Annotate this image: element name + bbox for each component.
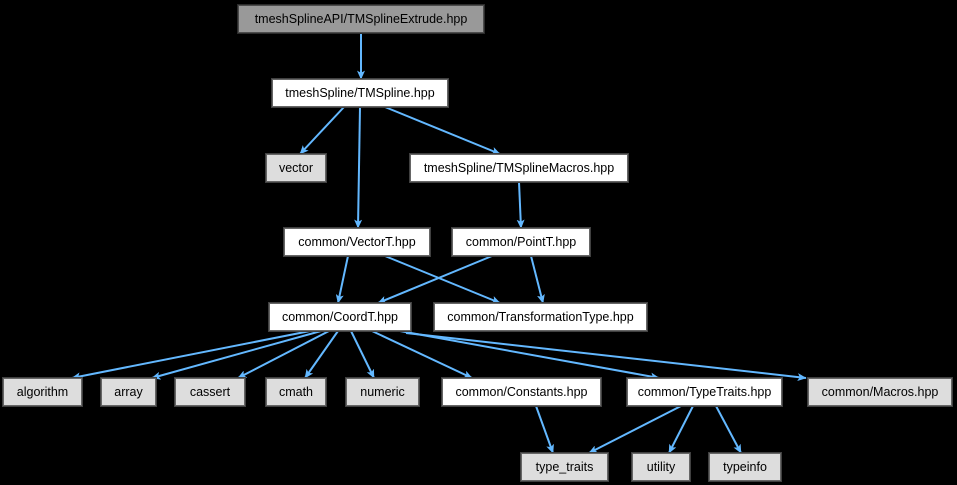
graph-edge [405,332,807,382]
graph-node[interactable]: common/CoordT.hpp [268,302,412,332]
graph-node[interactable]: utility [631,452,691,482]
graph-node-label: common/Macros.hpp [821,384,939,399]
graph-node-label: common/TypeTraits.hpp [637,384,772,399]
graph-node-label: common/PointT.hpp [465,234,577,249]
graph-edge [335,255,349,304]
graph-node[interactable]: numeric [345,377,420,407]
graph-node[interactable]: type_traits [520,452,609,482]
graph-node-label: array [114,384,143,399]
graph-node[interactable]: array [100,377,157,407]
graph-edge [151,330,322,380]
graph-node-label: algorithm [16,384,69,399]
graph-node[interactable]: algorithm [2,377,83,407]
graph-node[interactable]: typeinfo [708,452,782,482]
graph-edge [304,330,339,379]
graph-edge [371,330,473,379]
graph-node[interactable]: common/TransformationType.hpp [433,302,648,332]
graph-edge [399,330,660,381]
graph-edge [71,330,311,381]
graph-node-label: tmeshSpline/TMSpline.hpp [285,85,435,100]
graph-edge [237,330,330,379]
graph-node[interactable]: tmeshSpline/TMSpline.hpp [271,78,449,108]
graph-node-label: common/CoordT.hpp [281,309,399,324]
graph-node[interactable]: common/TypeTraits.hpp [626,377,783,407]
graph-node-label: common/VectorT.hpp [298,234,416,249]
graph-node[interactable]: cassert [174,377,246,407]
graph-node-label: vector [278,160,314,175]
graph-node-label: common/Constants.hpp [455,384,588,399]
graph-edge [588,405,682,454]
graph-node-label: type_traits [535,459,594,474]
graph-edge [350,330,375,379]
graph-node[interactable]: vector [265,153,327,183]
graph-edge [377,255,493,304]
graph-node[interactable]: common/Constants.hpp [441,377,602,407]
graph-node-label: utility [646,459,676,474]
graph-node-label: tmeshSplineAPI/TMSplineExtrude.hpp [254,11,468,26]
graph-node-label: tmeshSpline/TMSplineMacros.hpp [423,160,615,175]
graph-node[interactable]: tmeshSpline/TMSplineMacros.hpp [409,153,629,183]
graph-node[interactable]: cmath [265,377,327,407]
graph-node[interactable]: common/VectorT.hpp [283,227,431,257]
graph-edge [535,405,554,454]
graph-node[interactable]: common/PointT.hpp [451,227,591,257]
graph-node-label: common/TransformationType.hpp [447,309,634,324]
graph-edge [384,106,501,155]
graph-node-label: numeric [360,384,405,399]
graph-edge [715,405,742,454]
graph-node-label: cmath [278,384,314,399]
graph-edge [384,255,501,304]
graph-edge [668,405,694,454]
graph-edge [354,106,363,229]
graph-edge [516,181,525,229]
graph-edge [299,106,345,155]
graph-node-label: cassert [189,384,231,399]
graph-node[interactable]: common/Macros.hpp [807,377,953,407]
graph-edge [530,255,545,304]
graph-node-label: typeinfo [723,459,767,474]
graph-node[interactable]: tmeshSplineAPI/TMSplineExtrude.hpp [237,4,485,34]
